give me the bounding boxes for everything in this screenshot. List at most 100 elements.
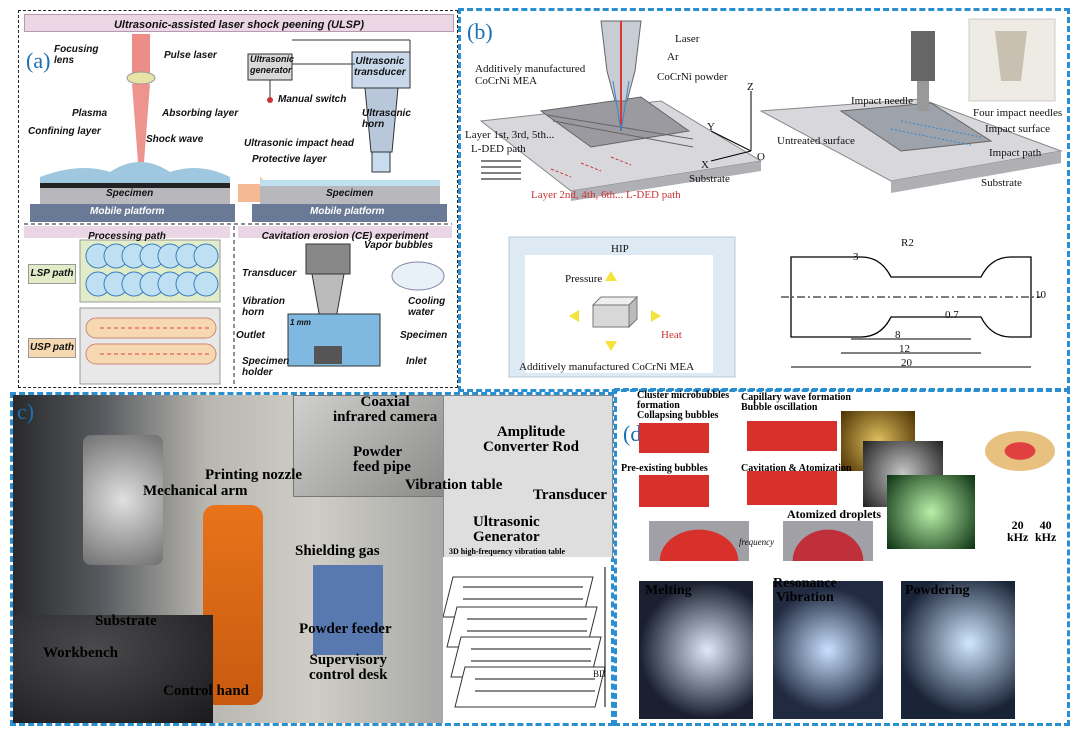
ultrasonic-gen-label: Ultrasonic Generator bbox=[473, 514, 540, 545]
axis-x-label: X bbox=[701, 159, 709, 171]
dim-10: 10 bbox=[1035, 289, 1046, 301]
dim-12: 12 bbox=[899, 343, 910, 355]
axis-z-label: Z bbox=[747, 81, 754, 93]
powder-feeder-label: Powder feeder bbox=[299, 621, 392, 637]
panel-a: Ultrasonic-assisted laser shock peening … bbox=[20, 12, 456, 386]
mobile-platform-label-right: Mobile platform bbox=[310, 206, 385, 217]
bd-label: BD bbox=[593, 669, 606, 679]
specimen-label: Specimen bbox=[106, 188, 154, 199]
photo-powdering bbox=[901, 581, 1015, 719]
dim-20: 20 bbox=[901, 357, 912, 369]
preexisting-label: Pre-existing bubbles bbox=[621, 463, 708, 474]
shock-wave-label: Shock wave bbox=[146, 134, 204, 145]
vibration-horn-label: Vibration horn bbox=[242, 296, 285, 318]
atomized-label: Atomized droplets bbox=[787, 507, 882, 521]
panel-b-illustration bbox=[479, 18, 1063, 378]
substrate-left-label: Substrate bbox=[689, 173, 730, 185]
frequency-label: frequency bbox=[739, 537, 775, 547]
transducer-label: Transducer bbox=[242, 268, 297, 279]
robot-head bbox=[83, 435, 163, 565]
outlet-label: Outlet bbox=[236, 330, 265, 341]
control-hand-label: Control hand bbox=[163, 683, 250, 699]
ulsp-title-bar: Ultrasonic-assisted laser shock peening … bbox=[24, 14, 454, 32]
hip-label: HIP bbox=[611, 243, 629, 255]
panel-a-label: (a) bbox=[26, 48, 51, 73]
dim-r2: R2 bbox=[901, 237, 914, 249]
powder-label: CoCrNi powder bbox=[657, 71, 728, 83]
panel-a-illustration bbox=[24, 34, 452, 385]
protective-layer-label: Protective layer bbox=[252, 154, 327, 165]
printing-nozzle-label: Printing nozzle bbox=[205, 467, 303, 483]
photo-resonance bbox=[773, 581, 883, 719]
layer-even-label: Layer 2nd, 4th, 6th... L-DED path bbox=[531, 189, 681, 201]
panel-c: c) Coaxial infrared camera Powder feed p… bbox=[13, 394, 613, 723]
powdering-label: Powdering bbox=[905, 583, 970, 598]
inlet-label: Inlet bbox=[406, 356, 427, 367]
dim-8: 8 bbox=[895, 329, 901, 341]
vibration-table-diagram bbox=[443, 395, 613, 559]
droplet-mound bbox=[649, 521, 749, 561]
vibration-table-label: Vibration table bbox=[405, 477, 503, 493]
f40-label: 40 kHz bbox=[1035, 518, 1057, 544]
substrate-right-label: Substrate bbox=[981, 177, 1022, 189]
cluster-label: Cluster microbubbles formation Collapsin… bbox=[637, 390, 730, 421]
transducer-c-label: Transducer bbox=[533, 487, 607, 503]
pulse-laser-label: Pulse laser bbox=[164, 50, 217, 61]
ultrasonic-transducer-label: Ultrasonic transducer bbox=[354, 56, 406, 78]
ar-label: Ar bbox=[667, 51, 679, 63]
one-mm-label: 1 mm bbox=[290, 318, 311, 327]
ulsp-title: Ultrasonic-assisted laser shock peening … bbox=[113, 19, 365, 31]
lded-path-label: L-DED path bbox=[471, 143, 526, 155]
workbench-label: Workbench bbox=[43, 645, 119, 661]
confining-layer-label: Confining layer bbox=[28, 126, 101, 137]
four-needles-label: Four impact needles bbox=[973, 107, 1063, 119]
panel-d-border bbox=[614, 388, 1070, 726]
capillary-box bbox=[747, 421, 837, 451]
pressure-label: Pressure bbox=[565, 273, 603, 285]
f20-label: 20 kHz bbox=[1007, 518, 1029, 544]
cavitation-bar: Cavitation erosion (CE) experiment bbox=[238, 226, 452, 242]
vapor-bubbles-label: Vapor bubbles bbox=[364, 240, 434, 251]
focusing-lens-label: Focusing lens bbox=[54, 44, 99, 66]
substrate-c-label: Substrate bbox=[95, 613, 157, 629]
ultrasonic-impact-head-label: Ultrasonic impact head bbox=[244, 138, 355, 149]
melting-label: Melting bbox=[645, 583, 692, 598]
lsp-path-label: LSP path bbox=[28, 264, 76, 284]
dim-07: 0.7 bbox=[945, 309, 959, 321]
panel-d: (d) Cluster microbubbles formation Colla… bbox=[617, 391, 1067, 723]
laser-label: Laser bbox=[675, 33, 700, 45]
heat-label: Heat bbox=[661, 329, 682, 341]
layer-odd-label: Layer 1st, 3rd, 5th... bbox=[465, 129, 555, 141]
amplitude-rod-label: Amplitude Converter Rod bbox=[483, 424, 579, 455]
atomize-mound bbox=[783, 521, 873, 561]
panel-b-label: (b) bbox=[467, 19, 493, 44]
coaxial-camera-label: Coaxial infrared camera bbox=[333, 394, 438, 425]
absorbing-layer-label: Absorbing layer bbox=[162, 108, 239, 119]
specimen-ce-label: Specimen bbox=[400, 330, 448, 341]
untreated-label: Untreated surface bbox=[777, 135, 855, 147]
resonance-label: Resonance Vibration bbox=[773, 576, 837, 605]
hip-caption: Additively manufactured CoCrNi MEA bbox=[519, 361, 695, 373]
ultrasonic-horn-label: Ultrasonic horn bbox=[362, 108, 411, 130]
panel-b: (b) bbox=[461, 11, 1067, 389]
impact-path-label: Impact path bbox=[989, 147, 1042, 159]
impact-needle-label: Impact needle bbox=[851, 95, 913, 107]
panel-c-label: c) bbox=[17, 399, 35, 424]
powder-feed-label: Powder feed pipe bbox=[353, 444, 411, 475]
dim-3: 3 bbox=[853, 251, 859, 263]
manual-switch-label: Manual switch bbox=[278, 94, 347, 105]
cavitation-label: Cavitation & Atomization bbox=[741, 463, 852, 474]
preexisting-box bbox=[639, 475, 709, 507]
workbench-disc bbox=[13, 615, 213, 723]
specimen-holder-label: Specimen holder bbox=[242, 356, 290, 378]
ultrasonic-disc bbox=[985, 431, 1055, 471]
axis-y-label: Y bbox=[707, 121, 715, 133]
supervisory-label: Supervisory control desk bbox=[309, 652, 388, 683]
capillary-label: Capillary wave formation Bubble oscillat… bbox=[741, 392, 851, 413]
panel-a-border bbox=[18, 10, 458, 388]
shielding-gas-label: Shielding gas bbox=[295, 543, 380, 559]
photo-melting bbox=[639, 581, 753, 719]
cavitation-box bbox=[747, 471, 837, 505]
specimen-label-right: Specimen bbox=[326, 188, 374, 199]
plasma-label: Plasma bbox=[72, 108, 108, 119]
